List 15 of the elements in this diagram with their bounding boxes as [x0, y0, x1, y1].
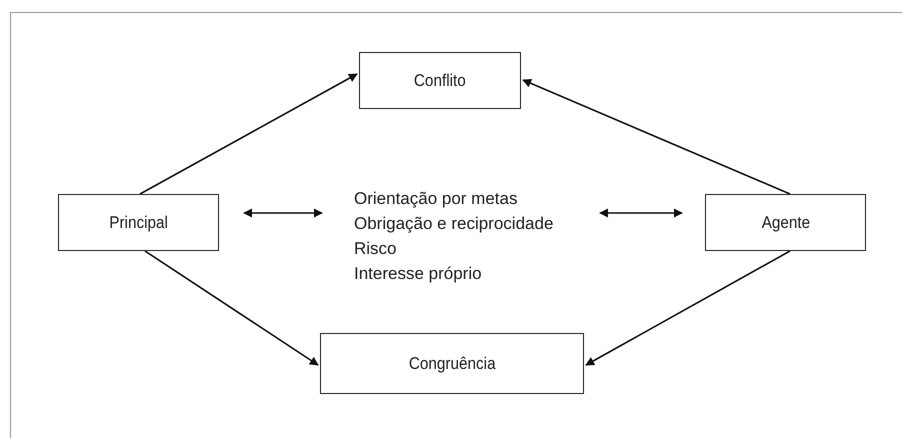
process-box — [705, 194, 866, 251]
box-label: Conflito — [414, 70, 466, 90]
arrow — [140, 73, 358, 195]
arrow — [585, 250, 790, 366]
factor-list: Orientação por metas Obrigação e reciprocidade Risco Interesse próprio — [354, 184, 600, 288]
box-label: Principal — [109, 212, 168, 232]
process-box — [58, 194, 219, 251]
arrow — [243, 208, 323, 218]
arrow — [144, 250, 319, 366]
process-box — [320, 333, 584, 394]
process-box — [359, 52, 521, 109]
box-label: Agente — [761, 212, 810, 232]
arrow — [522, 79, 790, 195]
box-label: Congruência — [408, 354, 496, 374]
arrow — [599, 208, 683, 218]
